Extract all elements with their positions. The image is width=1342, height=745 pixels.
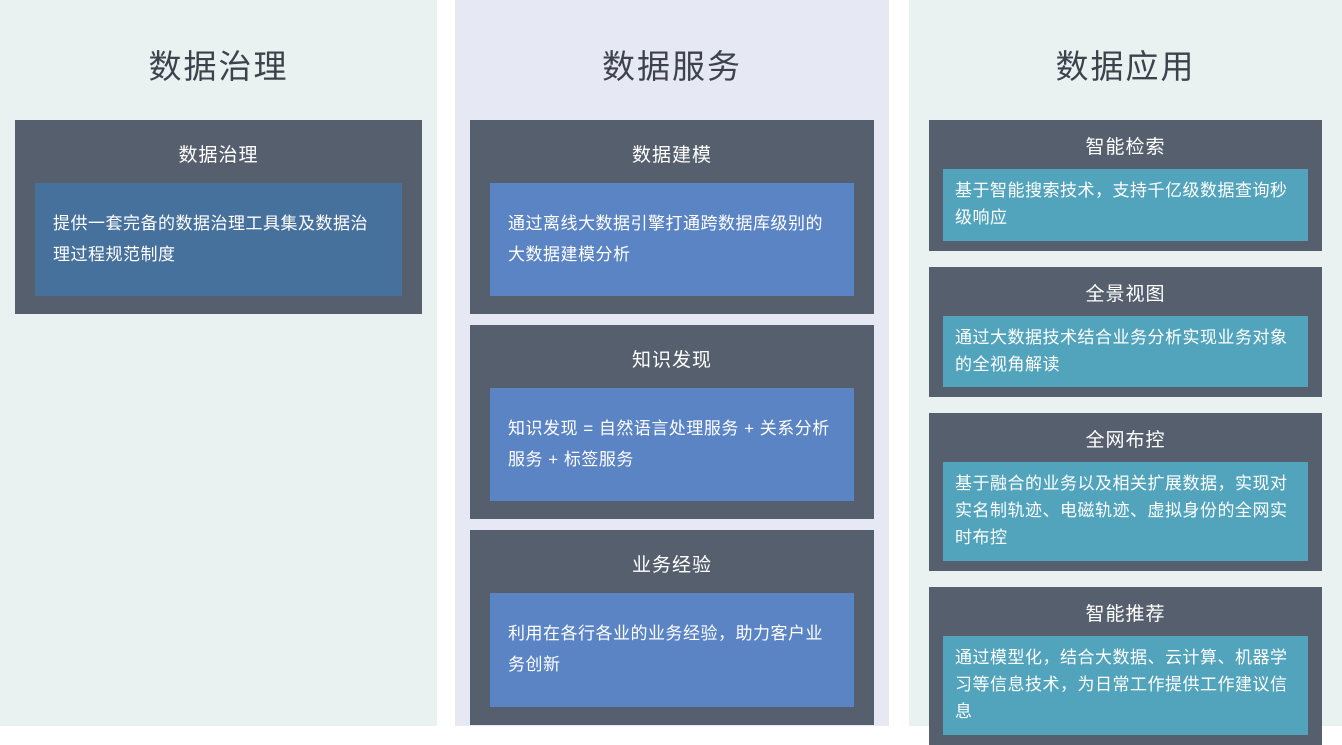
column-title: 数据应用 — [1055, 48, 1196, 85]
card-body: 基于融合的业务以及相关扩展数据，实现对实名制轨迹、电磁轨迹、虚拟身份的全网实时布… — [943, 462, 1308, 562]
card-header: 全景视图 — [1085, 283, 1166, 305]
card-header: 智能推荐 — [1085, 604, 1166, 626]
card-header: 数据治理 — [178, 145, 259, 166]
info-card: 知识发现 知识发现 = 自然语言处理服务 + 关系分析服务 + 标签服务 — [470, 325, 874, 520]
column-title: 数据治理 — [148, 48, 289, 85]
info-card: 全网布控 基于融合的业务以及相关扩展数据，实现对实名制轨迹、电磁轨迹、虚拟身份的… — [929, 413, 1322, 572]
card-body: 通过模型化，结合大数据、云计算、机器学习等信息技术，为日常工作提供工作建议信息 — [943, 636, 1308, 735]
info-card: 业务经验 利用在各行各业的业务经验，助力客户业务创新 — [470, 530, 874, 725]
card-header: 业务经验 — [631, 555, 712, 577]
info-card: 智能检索 基于智能搜索技术，支持千亿级数据查询秒级响应 — [929, 120, 1322, 251]
card-body: 知识发现 = 自然语言处理服务 + 关系分析服务 + 标签服务 — [490, 388, 854, 502]
card-body: 提供一套完备的数据治理工具集及数据治理过程规范制度 — [35, 183, 402, 297]
card-body: 利用在各行各业的业务经验，助力客户业务创新 — [490, 593, 854, 707]
column-data-applications: 数据应用 智能检索 基于智能搜索技术，支持千亿级数据查询秒级响应 全景视图 通过… — [909, 0, 1342, 745]
card-body: 通过大数据技术结合业务分析实现业务对象的全视角解读 — [943, 315, 1308, 388]
card-header: 数据建模 — [631, 145, 712, 166]
column-data-governance: 数据治理 数据治理 提供一套完备的数据治理工具集及数据治理过程规范制度 — [0, 0, 437, 726]
info-card: 全景视图 通过大数据技术结合业务分析实现业务对象的全视角解读 — [929, 266, 1322, 398]
info-card: 智能推荐 通过模型化，结合大数据、云计算、机器学习等信息技术，为日常工作提供工作… — [929, 587, 1322, 745]
info-card: 数据治理 提供一套完备的数据治理工具集及数据治理过程规范制度 — [15, 120, 422, 315]
card-body: 通过离线大数据引擎打通跨数据库级别的大数据建模分析 — [490, 183, 854, 297]
column-title: 数据服务 — [602, 48, 742, 85]
card-header: 全网布控 — [1085, 430, 1166, 452]
info-card: 数据建模 通过离线大数据引擎打通跨数据库级别的大数据建模分析 — [470, 120, 874, 315]
column-data-services: 数据服务 数据建模 通过离线大数据引擎打通跨数据库级别的大数据建模分析 知识发现… — [455, 0, 889, 726]
card-header: 智能检索 — [1085, 137, 1166, 158]
card-header: 知识发现 — [631, 350, 712, 372]
card-body: 基于智能搜索技术，支持千亿级数据查询秒级响应 — [943, 169, 1308, 241]
